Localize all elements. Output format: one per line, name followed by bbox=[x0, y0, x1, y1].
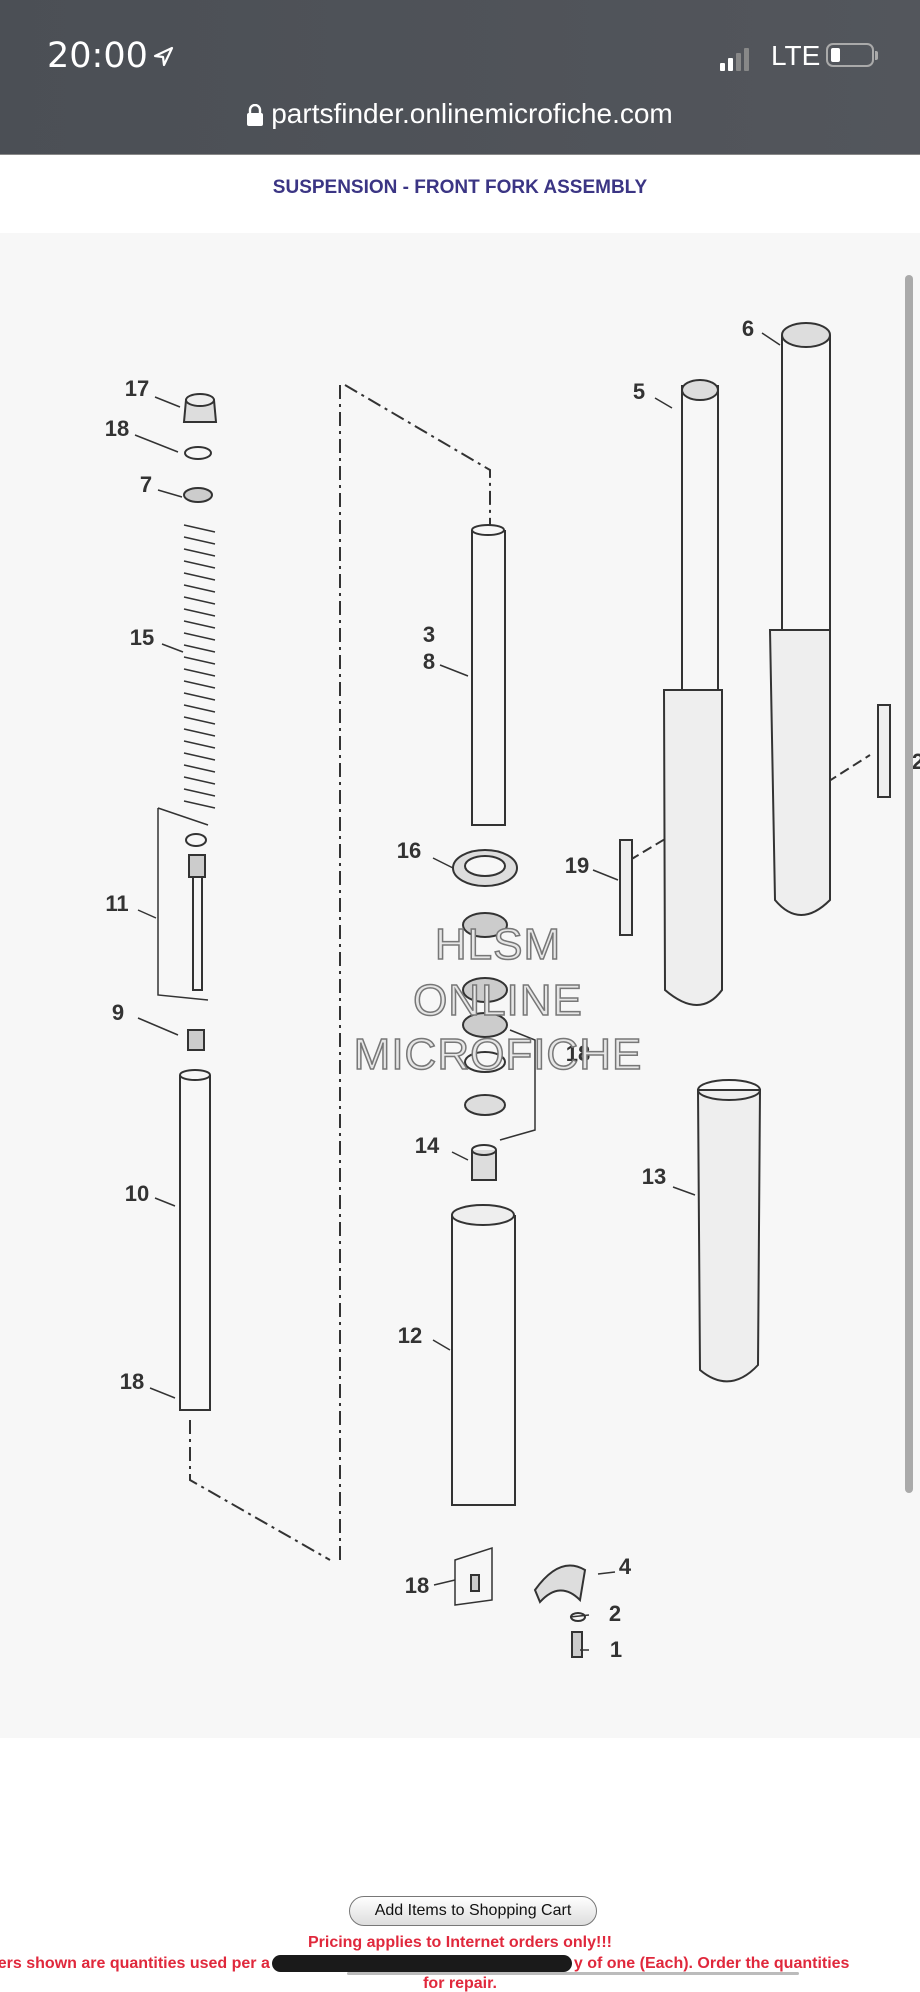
callout-18[interactable]: 18 bbox=[565, 1041, 591, 1066]
add-to-cart-button[interactable]: Add Items to Shopping Cart bbox=[349, 1896, 597, 1926]
watermark-line: HLSM bbox=[434, 919, 562, 970]
callout-8[interactable]: 8 bbox=[422, 649, 436, 674]
callout-19[interactable]: 19 bbox=[564, 853, 590, 878]
callout-11[interactable]: 11 bbox=[105, 891, 129, 916]
callout-10[interactable]: 10 bbox=[124, 1181, 150, 1206]
lock-icon bbox=[247, 103, 264, 126]
callout-16[interactable]: 16 bbox=[396, 838, 422, 863]
callout-14[interactable]: 14 bbox=[414, 1133, 440, 1158]
pricing-note: Pricing applies to Internet orders only!… bbox=[307, 1934, 613, 1951]
callout-15[interactable]: 15 bbox=[129, 625, 155, 650]
callout-2[interactable]: 2 bbox=[608, 1601, 622, 1626]
quantity-note-left: pers shown are quantities used per a bbox=[0, 1955, 270, 1972]
callout-3[interactable]: 3 bbox=[422, 622, 436, 647]
callout-13[interactable]: 13 bbox=[641, 1164, 667, 1189]
callout-12[interactable]: 12 bbox=[397, 1323, 423, 1348]
callout-7[interactable]: 7 bbox=[139, 472, 153, 497]
callout-1[interactable]: 1 bbox=[609, 1637, 623, 1662]
clock: 20:00 bbox=[47, 36, 176, 76]
page-title: SUSPENSION - FRONT FORK ASSEMBLY bbox=[272, 177, 648, 198]
quantity-note-end: for repair. bbox=[423, 1975, 497, 1992]
callout-4[interactable]: 4 bbox=[618, 1554, 632, 1579]
quantity-note-right: y of one (Each). Order the quantities bbox=[573, 1955, 850, 1972]
network-type: LTE bbox=[771, 40, 821, 71]
callout-9[interactable]: 9 bbox=[111, 1000, 125, 1025]
parts-diagram: 17 18 7 15 11 9 10 18 3 8 16 19 18 14 12… bbox=[0, 233, 920, 1738]
callout-18[interactable]: 18 bbox=[119, 1369, 145, 1394]
address-bar[interactable]: partsfinder.onlinemicrofiche.com bbox=[0, 98, 920, 130]
time-text: 20:00 bbox=[47, 36, 148, 76]
signal-strength-icon bbox=[720, 48, 749, 71]
callout-6[interactable]: 6 bbox=[741, 316, 755, 341]
callout-18[interactable]: 18 bbox=[404, 1573, 430, 1598]
fork-diagram-drawing bbox=[134, 322, 891, 1658]
callout-5[interactable]: 5 bbox=[632, 379, 646, 404]
battery-icon bbox=[826, 43, 878, 67]
status-bar: 20:00 LTE partsfinder.onlinemicrofiche.c… bbox=[0, 0, 920, 155]
vertical-scrollbar[interactable] bbox=[905, 275, 913, 1493]
callout-2[interactable]: 2 bbox=[911, 749, 920, 774]
url-text: partsfinder.onlinemicrofiche.com bbox=[271, 98, 673, 129]
callout-17[interactable]: 17 bbox=[124, 376, 150, 401]
callout-18[interactable]: 18 bbox=[104, 416, 130, 441]
watermark-line: ONLINE bbox=[412, 975, 583, 1026]
quantity-note: pers shown are quantities used per a y of… bbox=[0, 1955, 849, 1972]
horizontal-scrollbar[interactable] bbox=[347, 1972, 799, 1975]
redaction-bar bbox=[271, 1955, 572, 1972]
watermark-line: MICROFICHE bbox=[353, 1029, 643, 1080]
location-arrow-icon bbox=[153, 46, 173, 67]
